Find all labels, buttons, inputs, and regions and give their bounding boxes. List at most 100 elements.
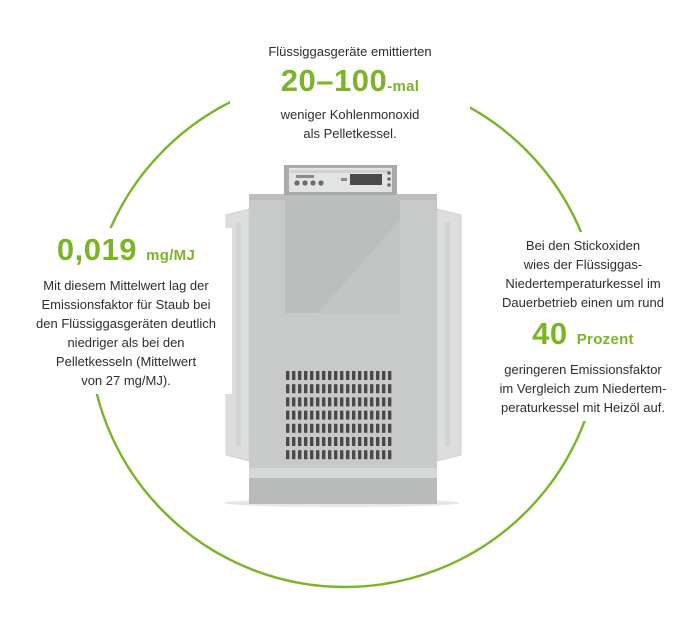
nox-line: wies der Flüssiggas- [523, 257, 643, 272]
vent-slot [376, 423, 380, 433]
vent-slot [334, 423, 338, 433]
vent-slot [322, 371, 326, 380]
window-reflection [318, 220, 400, 313]
vent-slot [298, 410, 302, 420]
vent-slot [388, 437, 392, 446]
vent-slot [304, 384, 308, 394]
vent-slot [322, 397, 326, 407]
knob-3 [310, 180, 316, 186]
vent-slot [364, 437, 368, 446]
vent-slot [322, 423, 326, 433]
co-intro: Flüssiggasgeräte emittierten [268, 44, 432, 59]
knob-4 [318, 180, 324, 186]
vent-slot [346, 397, 350, 407]
base-plinth [249, 478, 437, 504]
vent-slot [328, 397, 332, 407]
left-fin-inner [236, 222, 241, 446]
vent-slot [382, 450, 386, 460]
vent-slot [376, 384, 380, 394]
vent-slot [310, 384, 314, 394]
vent-slot [358, 437, 362, 446]
dust-figure-unit: mg/MJ [146, 247, 196, 264]
vent-slot [340, 437, 344, 446]
vent-slot [364, 410, 368, 420]
dust-figure: 0,019 mg/MJ [20, 232, 232, 274]
vent-slot [376, 410, 380, 420]
vent-slot [370, 397, 374, 407]
vent-slot [298, 371, 302, 380]
vent-slot [358, 450, 362, 460]
vent-slot [370, 384, 374, 394]
vent-slot [352, 371, 356, 380]
vent-slot [334, 450, 338, 460]
vent-slot [334, 397, 338, 407]
co-figure-unit: -mal [387, 78, 420, 95]
vent-slot [292, 371, 296, 380]
right-fin-inner [445, 222, 450, 446]
vent-grille [286, 371, 392, 460]
vent-slot [328, 384, 332, 394]
vent-slot [340, 397, 344, 407]
vent-slot [328, 437, 332, 446]
vent-slot [340, 410, 344, 420]
vent-slot [370, 423, 374, 433]
vent-slot [316, 397, 320, 407]
dust-line: Pelletkesseln (Mittelwert [55, 354, 197, 369]
vent-slot [322, 410, 326, 420]
vent-slot [304, 397, 308, 407]
nox-line: Dauerbetrieb einen um rund [502, 295, 664, 310]
vent-slot [358, 384, 362, 394]
nitrogen-oxide-callout: Bei den Stickoxiden wies der Flüssiggas-… [476, 232, 690, 421]
nox-figure: 40 Prozent [476, 316, 690, 358]
vent-slot [316, 423, 320, 433]
vent-slot [352, 437, 356, 446]
vent-slot [310, 437, 314, 446]
vent-slot [292, 410, 296, 420]
vent-slot [286, 437, 290, 446]
vent-slot [310, 397, 314, 407]
display [350, 174, 382, 185]
vent-slot [286, 410, 290, 420]
vent-slot [316, 437, 320, 446]
vent-slot [334, 384, 338, 394]
vent-slot [364, 423, 368, 433]
vent-slot [364, 384, 368, 394]
vent-slot [286, 397, 290, 407]
knob-2 [302, 180, 308, 186]
vent-slot [358, 397, 362, 407]
vent-slot [334, 437, 338, 446]
vent-slot [352, 450, 356, 460]
vent-slot [346, 410, 350, 420]
vent-slot [304, 437, 308, 446]
vent-slot [382, 371, 386, 380]
vent-slot [358, 371, 362, 380]
vent-slot [346, 437, 350, 446]
vent-slot [328, 450, 332, 460]
vent-slot [322, 437, 326, 446]
vent-slot [352, 384, 356, 394]
vent-slot [334, 410, 338, 420]
vent-slot [388, 384, 392, 394]
top-plate [249, 194, 437, 200]
vent-slot [340, 371, 344, 380]
vent-slot [382, 384, 386, 394]
carbon-monoxide-callout: Flüssiggasgeräte emittierten 20–100-mal … [230, 36, 470, 149]
vent-slot [316, 450, 320, 460]
vent-slot [304, 371, 308, 380]
vent-slot [292, 384, 296, 394]
dust-line: den Flüssiggasgeräten deutlich [36, 316, 216, 331]
vent-slot [364, 397, 368, 407]
dust-line: Mit diesem Mittelwert lag der [43, 278, 209, 293]
co-text-1: weniger Kohlenmonoxid [280, 107, 420, 122]
nox-figure-unit: Prozent [576, 331, 634, 348]
vent-slot [388, 423, 392, 433]
vent-slot [298, 384, 302, 394]
vent-slot [292, 397, 296, 407]
vent-slot [316, 410, 320, 420]
vent-slot [316, 384, 320, 394]
vent-slot [388, 371, 392, 380]
vent-slot [340, 423, 344, 433]
gas-boiler-icon [224, 165, 462, 507]
vent-slot [340, 384, 344, 394]
